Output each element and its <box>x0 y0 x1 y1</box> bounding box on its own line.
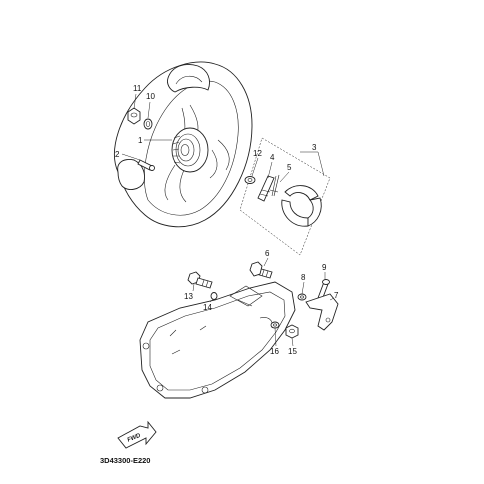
callout-6: 6 <box>265 249 270 258</box>
cover-bolt-6[interactable] <box>249 261 273 279</box>
washer-8[interactable] <box>297 293 307 301</box>
diagram-code: 3D43300-E220 <box>100 456 150 465</box>
callout-16: 16 <box>270 347 279 356</box>
callout-15: 15 <box>288 347 297 356</box>
callout-labels: 11 10 1 2 3 12 4 5 6 13 14 8 9 7 16 15 <box>115 84 339 356</box>
callout-4: 4 <box>270 153 275 162</box>
axle-washer[interactable] <box>143 118 153 130</box>
callout-8: 8 <box>301 273 306 282</box>
fwd-label: FWD <box>127 433 143 444</box>
callout-12: 12 <box>253 149 262 158</box>
callout-5: 5 <box>287 163 292 172</box>
callout-10: 10 <box>146 92 155 101</box>
callout-1: 1 <box>138 136 143 145</box>
cam-washer[interactable] <box>244 176 256 184</box>
brake-shoes[interactable] <box>281 185 322 227</box>
callout-14: 14 <box>203 303 212 312</box>
callout-9: 9 <box>322 263 327 272</box>
forward-direction-arrow: FWD <box>117 420 157 449</box>
rear-wheel[interactable] <box>114 61 253 228</box>
bracket[interactable] <box>305 293 339 331</box>
callout-11: 11 <box>133 84 142 93</box>
callout-3: 3 <box>312 143 317 152</box>
callout-13: 13 <box>184 292 193 301</box>
cover-bolt-13[interactable] <box>187 271 213 289</box>
o-ring[interactable] <box>210 292 218 300</box>
flange-nut[interactable] <box>285 324 299 339</box>
leader-lines <box>121 93 335 347</box>
valve-stem[interactable] <box>137 159 155 171</box>
axle-nut[interactable] <box>127 107 141 125</box>
brake-cam[interactable] <box>257 175 275 202</box>
brake-shoe-kit-box <box>239 137 331 256</box>
dowel-pin[interactable] <box>270 321 280 329</box>
bolt-9[interactable] <box>317 279 330 301</box>
callout-7: 7 <box>334 291 339 300</box>
brake-spring[interactable] <box>269 174 280 197</box>
callout-2: 2 <box>115 150 120 159</box>
crankcase-cover[interactable] <box>139 281 296 399</box>
